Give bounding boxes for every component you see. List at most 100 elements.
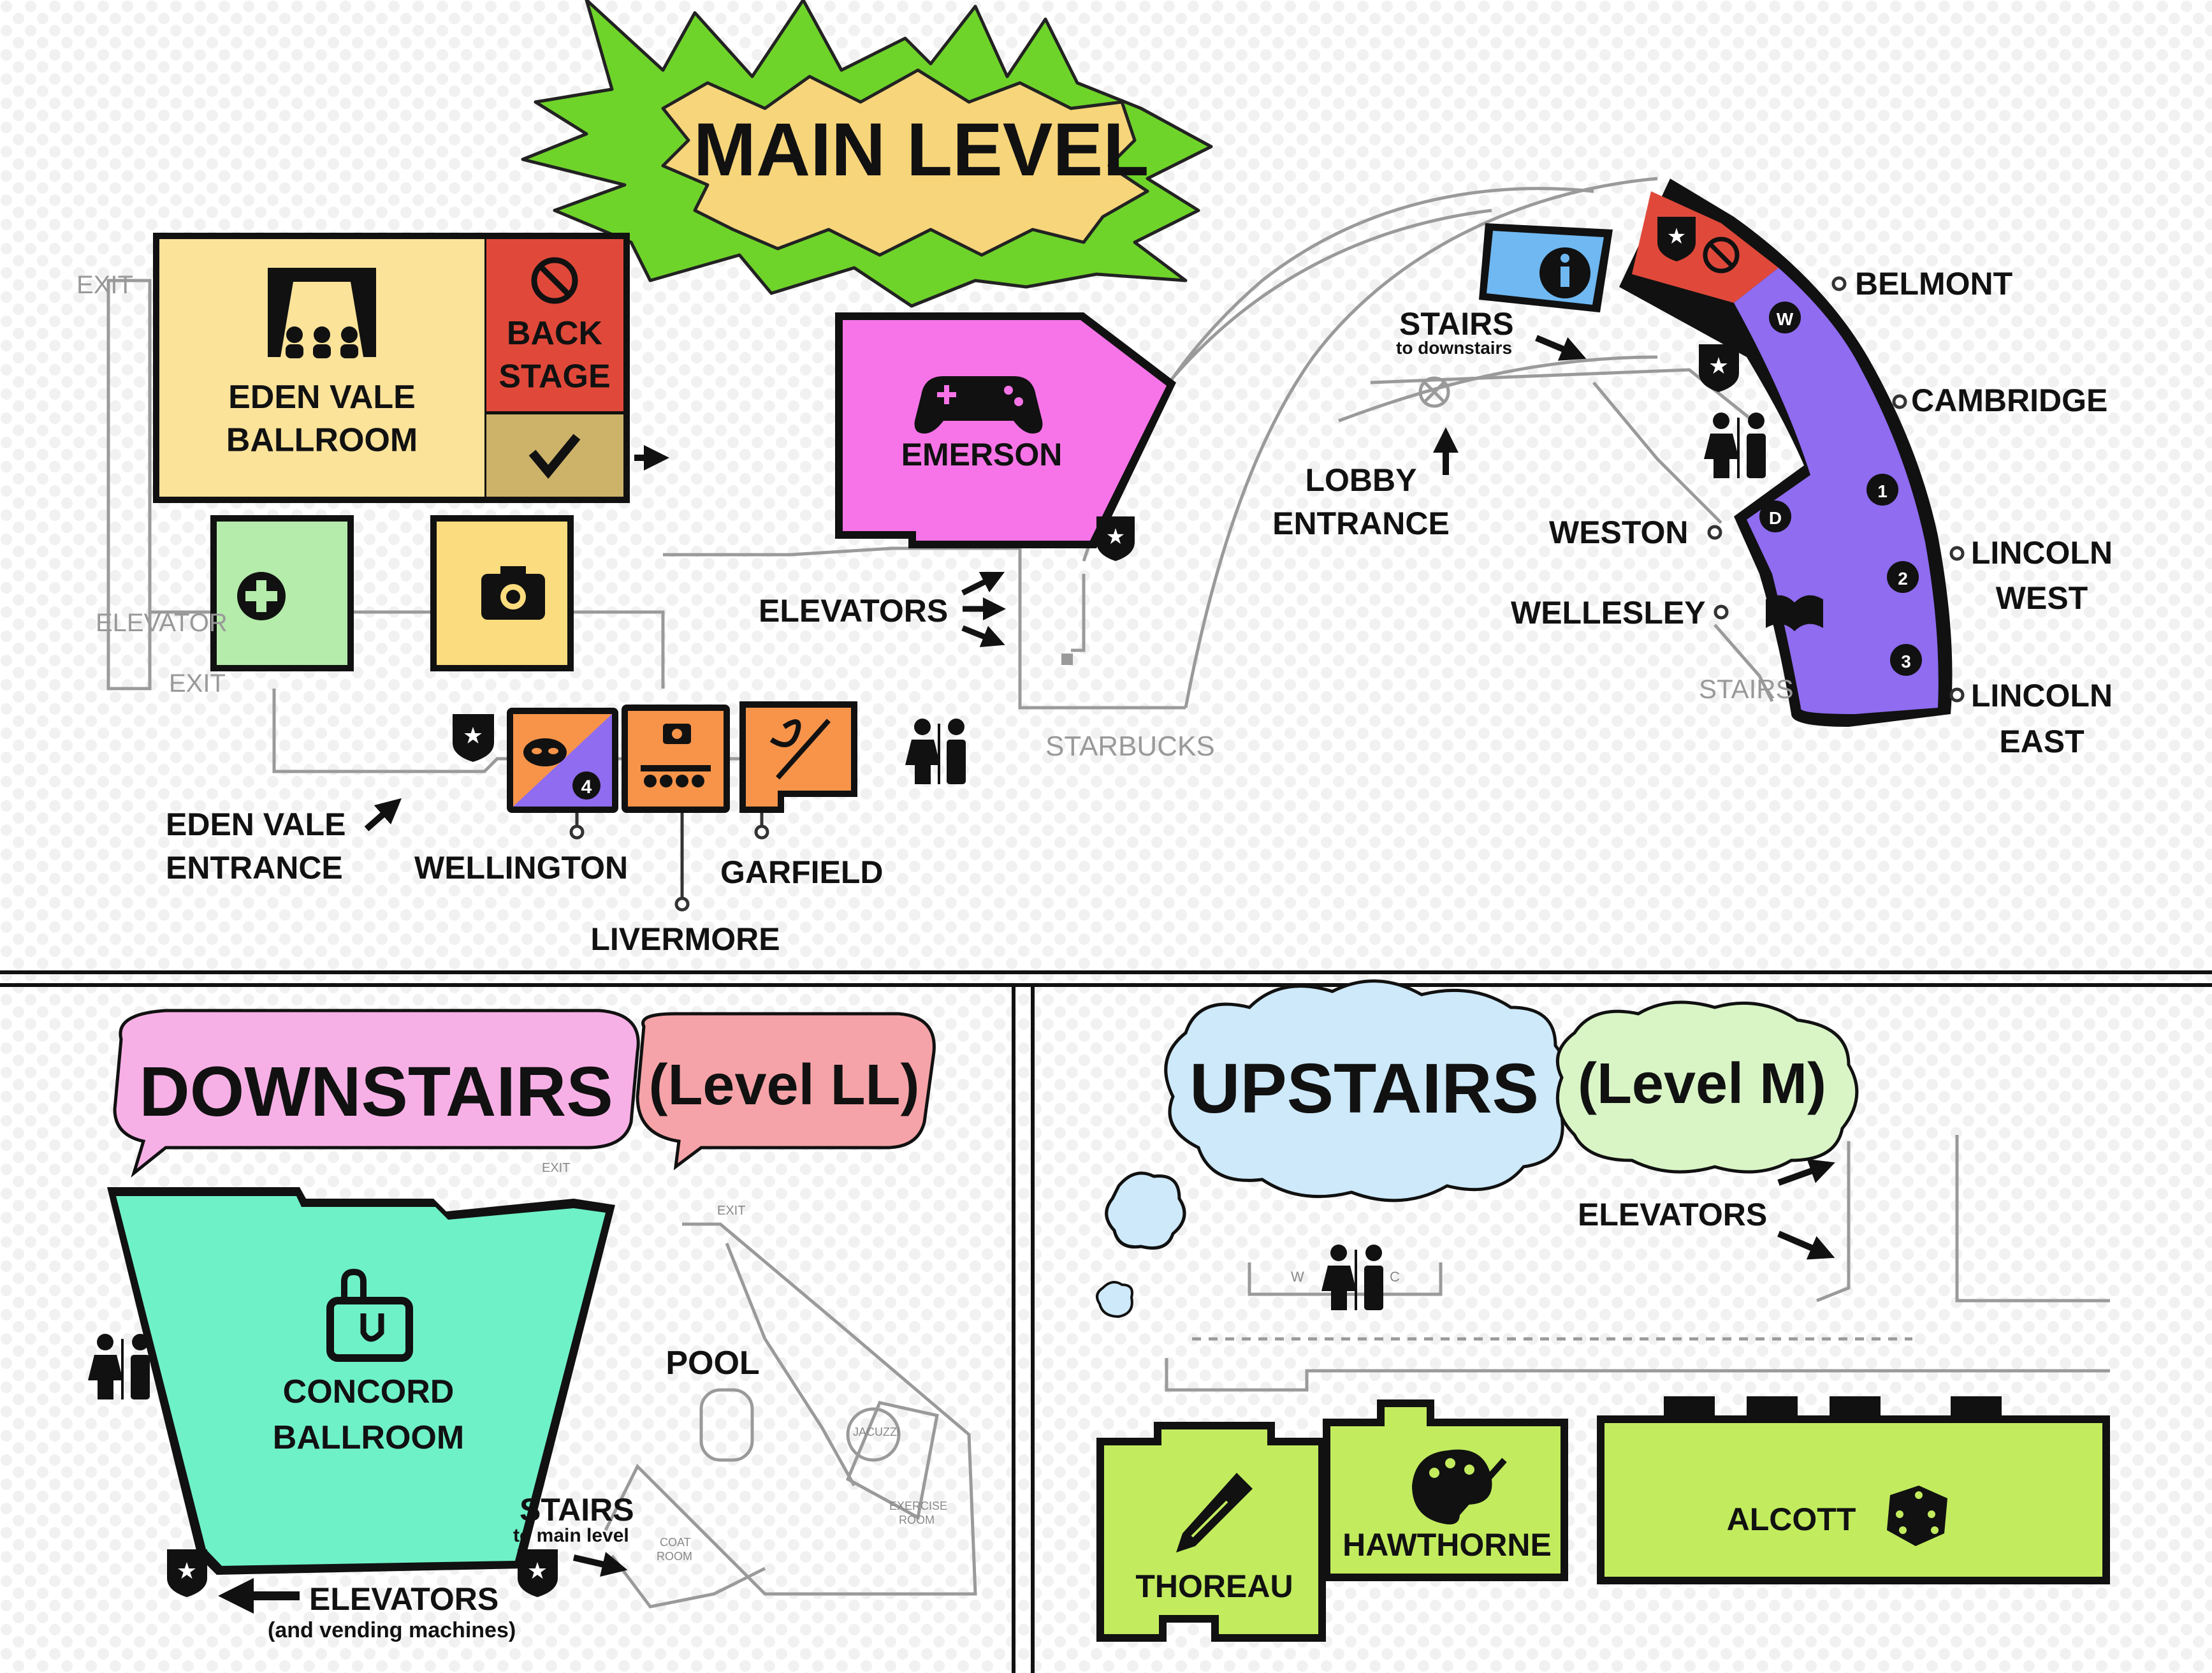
livermore-room[interactable]	[622, 705, 730, 813]
thoreau-room[interactable]: THOREAU	[1096, 1422, 1326, 1642]
stairs-main-label: STAIRS	[1399, 306, 1514, 342]
thoreau-label: THOREAU	[1135, 1568, 1293, 1604]
main-level-title-text: MAIN LEVEL	[694, 108, 1149, 192]
upstairs-floorplan-outline	[1165, 1135, 2110, 1392]
title-starburst-yellow	[661, 68, 1149, 257]
eden-vale-entrance-label-2: ENTRANCE	[166, 850, 343, 886]
alcott-room[interactable]: ALCOTT	[1597, 1396, 2110, 1584]
security-star-icon: ★	[1657, 217, 1696, 261]
jacuzzi-label: JACUZZI	[853, 1426, 900, 1438]
svg-text:★: ★	[1106, 524, 1125, 550]
garfield-room[interactable]	[739, 701, 857, 813]
upstairs-c-label: C	[1390, 1269, 1400, 1285]
masks-icon	[523, 738, 567, 766]
first-aid-room[interactable]	[210, 515, 354, 671]
coat-room-label-2: ROOM	[657, 1550, 692, 1563]
wing-badge-1: 1	[1866, 474, 1898, 506]
exercise-room-label-2: ROOM	[899, 1514, 935, 1526]
svg-text:★: ★	[177, 1558, 197, 1584]
pool-label: POOL	[666, 1345, 759, 1382]
weston-label: WESTON	[1549, 515, 1689, 550]
room-tabs	[1664, 1396, 2002, 1417]
stairs-downstairs-sublabel: to main level	[513, 1525, 629, 1546]
east-wing[interactable]: ★ W D 1 2 3	[1619, 179, 1953, 727]
info-icon	[1539, 247, 1590, 298]
room-callout-lines	[569, 813, 769, 912]
lincoln-west-label: LINCOLN	[1971, 535, 2113, 571]
exit-downstairs-label-2: EXIT	[717, 1204, 745, 1218]
elevators-downstairs-sublabel: (and vending machines)	[268, 1618, 516, 1642]
stairs-arrow	[1535, 335, 1587, 361]
gamepad-icon	[914, 376, 1043, 434]
concord-ballroom[interactable]: CONCORD BALLROOM	[107, 1187, 615, 1575]
wellington-number: 4	[581, 777, 592, 798]
downstairs-floorplan-outline	[604, 1222, 977, 1609]
stairs-downstairs-label: STAIRS	[520, 1492, 634, 1528]
panel-dividers	[0, 970, 2212, 1673]
security-star-icon: ★	[167, 1549, 207, 1597]
lincoln-east-label-2: EAST	[1999, 724, 2084, 759]
belmont-label: BELMONT	[1855, 266, 2012, 302]
starbucks-label: STARBUCKS	[1045, 731, 1215, 762]
palette-icon	[1412, 1449, 1507, 1524]
garfield-label: GARFIELD	[720, 854, 884, 890]
photo-room[interactable]	[430, 515, 574, 671]
first-aid-icon	[237, 572, 286, 620]
audience-camera-icon	[641, 724, 711, 787]
elevator-up-arrows	[1777, 1158, 1835, 1260]
livermore-label: LIVERMORE	[590, 921, 780, 957]
upstairs-subtitle-text: (Level M)	[1578, 1052, 1826, 1116]
upstairs-w-label: W	[1291, 1269, 1304, 1285]
shopping-bag-icon	[326, 1268, 413, 1362]
elevators-downstairs-label: ELEVATORS	[309, 1581, 498, 1617]
hawthorne-room[interactable]: HAWTHORNE	[1323, 1399, 1568, 1581]
craft-needle-icon	[769, 719, 831, 780]
emerson-label: EMERSON	[901, 437, 1063, 472]
elevators-main-label: ELEVATORS	[759, 593, 948, 629]
hawthorne-label: HAWTHORNE	[1342, 1527, 1552, 1563]
info-desk[interactable]	[1479, 223, 1613, 312]
upstairs-title-text: UPSTAIRS	[1190, 1049, 1539, 1128]
stairs-right-label: STAIRS	[1699, 674, 1794, 704]
wing-callouts	[1707, 276, 1965, 703]
exercise-room-label: EXERCISE	[889, 1500, 947, 1512]
wing-badge-d: D	[1759, 500, 1791, 532]
svg-text:W: W	[1777, 309, 1794, 329]
lobby-entrance-label-2: ENTRANCE	[1272, 506, 1450, 541]
svg-text:2: 2	[1898, 569, 1908, 588]
wing-badge-3: 3	[1890, 644, 1922, 676]
cambridge-label: CAMBRIDGE	[1911, 383, 2107, 418]
main-level-title: MAIN LEVEL	[521, 0, 1213, 308]
no-entry-icon	[1703, 237, 1740, 274]
coat-room-label: COAT	[660, 1536, 691, 1549]
wellington-label: WELLINGTON	[414, 850, 628, 886]
wellesley-label: WELLESLEY	[1511, 595, 1706, 631]
dice-icon	[1887, 1486, 1947, 1546]
eden-vale-entrance-label: EDEN VALE	[166, 807, 346, 842]
lincoln-east-label: LINCOLN	[1971, 678, 2113, 713]
svg-text:1: 1	[1877, 481, 1888, 501]
stairs-downstairs-arrow	[572, 1552, 628, 1577]
exit-mid-label: EXIT	[169, 669, 226, 698]
emerson-room[interactable]: EMERSON	[835, 312, 1176, 548]
wing-badge-w: W	[1769, 302, 1801, 333]
concord-ballroom-label-2: BALLROOM	[273, 1419, 464, 1456]
restroom-icon	[905, 719, 966, 784]
upstairs-title: UPSTAIRS (Level M)	[1096, 979, 1859, 1319]
svg-text:★: ★	[527, 1558, 548, 1584]
concord-ballroom-label: CONCORD	[283, 1373, 455, 1410]
stairs-main-sublabel: to downstairs	[1396, 338, 1512, 358]
svg-text:★: ★	[1667, 224, 1686, 249]
exit-downstairs-label: EXIT	[542, 1161, 570, 1175]
downstairs-title: DOWNSTAIRS (Level LL)	[113, 1009, 936, 1178]
downstairs-subtitle-text: (Level LL)	[648, 1053, 919, 1117]
camera-icon	[481, 566, 545, 620]
restroom-icon	[1321, 1245, 1383, 1310]
wellington-room[interactable]: 4	[507, 708, 618, 813]
restroom-icon	[1704, 413, 1766, 478]
svg-text:D: D	[1769, 508, 1782, 528]
security-star-icon: ★	[518, 1549, 558, 1597]
alcott-label: ALCOTT	[1727, 1501, 1856, 1537]
